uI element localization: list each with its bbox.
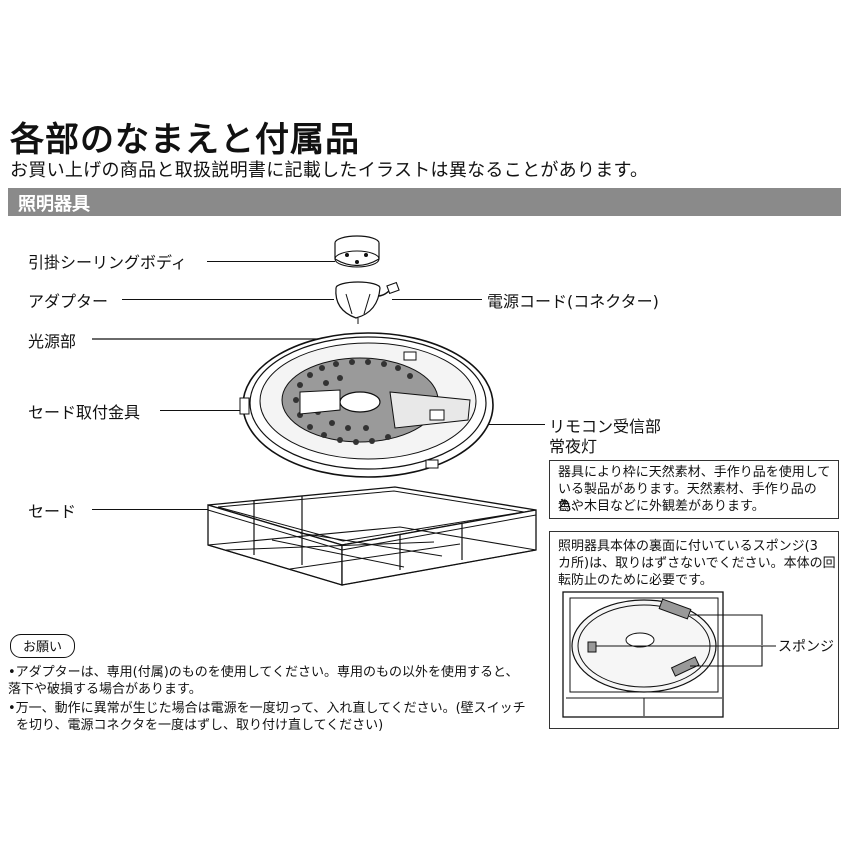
label-shade: セード — [28, 502, 77, 521]
info-line-3: 色や木目などに外観差があります。 — [558, 499, 765, 514]
notice-item-2-cont: を切り、電源コネクタを一度はずし、取り付け直してください) — [16, 718, 384, 733]
page-title: 各部のなまえと付属品 — [10, 120, 360, 160]
info-line-1: 器具により枠に天然素材、手作り品を使用して — [558, 465, 831, 480]
label-adapter: アダプター — [28, 292, 109, 311]
notice-item-1: •アダプターは、専用(付属)のものを使用してください。専用のもの以外を使用すると… — [8, 665, 519, 680]
section-title: 照明器具 — [18, 194, 90, 215]
sponge-line-2: カ所)は、取りはずさないでください。本体の回 — [558, 556, 836, 571]
sponge-line-3: 転防止のために必要です。 — [558, 573, 713, 588]
info-line-2: いる製品があります。天然素材、手作り品の為、 — [558, 482, 817, 514]
leader-shade — [92, 509, 262, 510]
info-box-natural-materials: 器具により枠に天然素材、手作り品を使用して いる製品があります。天然素材、手作り… — [549, 460, 839, 519]
section-header-bar — [8, 188, 841, 216]
leader-ceiling-body — [207, 261, 335, 262]
sponge-line-1: 照明器具本体の裏面に付いているスポンジ(3 — [558, 539, 818, 554]
leader-adapter — [122, 299, 334, 300]
notice-item-1-cont: 落下や破損する場合があります。 — [8, 682, 202, 697]
leader-remote-receiver — [440, 424, 545, 425]
label-light-source: 光源部 — [28, 332, 77, 351]
leader-power-cord — [392, 299, 482, 300]
notice-label: お願い — [10, 634, 76, 658]
notice-item-2: •万一、動作に異常が生じた場合は電源を一度切って、入れ直してください。(壁スイッ… — [8, 701, 526, 716]
sponge-label: スポンジ — [778, 639, 834, 655]
leader-shade-bracket — [160, 410, 242, 411]
page-subtitle: お買い上げの商品と取扱説明書に記載したイラストは異なることがあります。 — [10, 160, 649, 181]
label-power-cord: 電源コード(コネクター) — [487, 292, 659, 311]
label-shade-bracket: セード取付金具 — [28, 403, 141, 422]
label-night-light: 常夜灯 — [549, 437, 598, 456]
label-remote-receiver: リモコン受信部 — [549, 417, 662, 436]
label-ceiling-body: 引掛シーリングボディ — [28, 253, 187, 272]
